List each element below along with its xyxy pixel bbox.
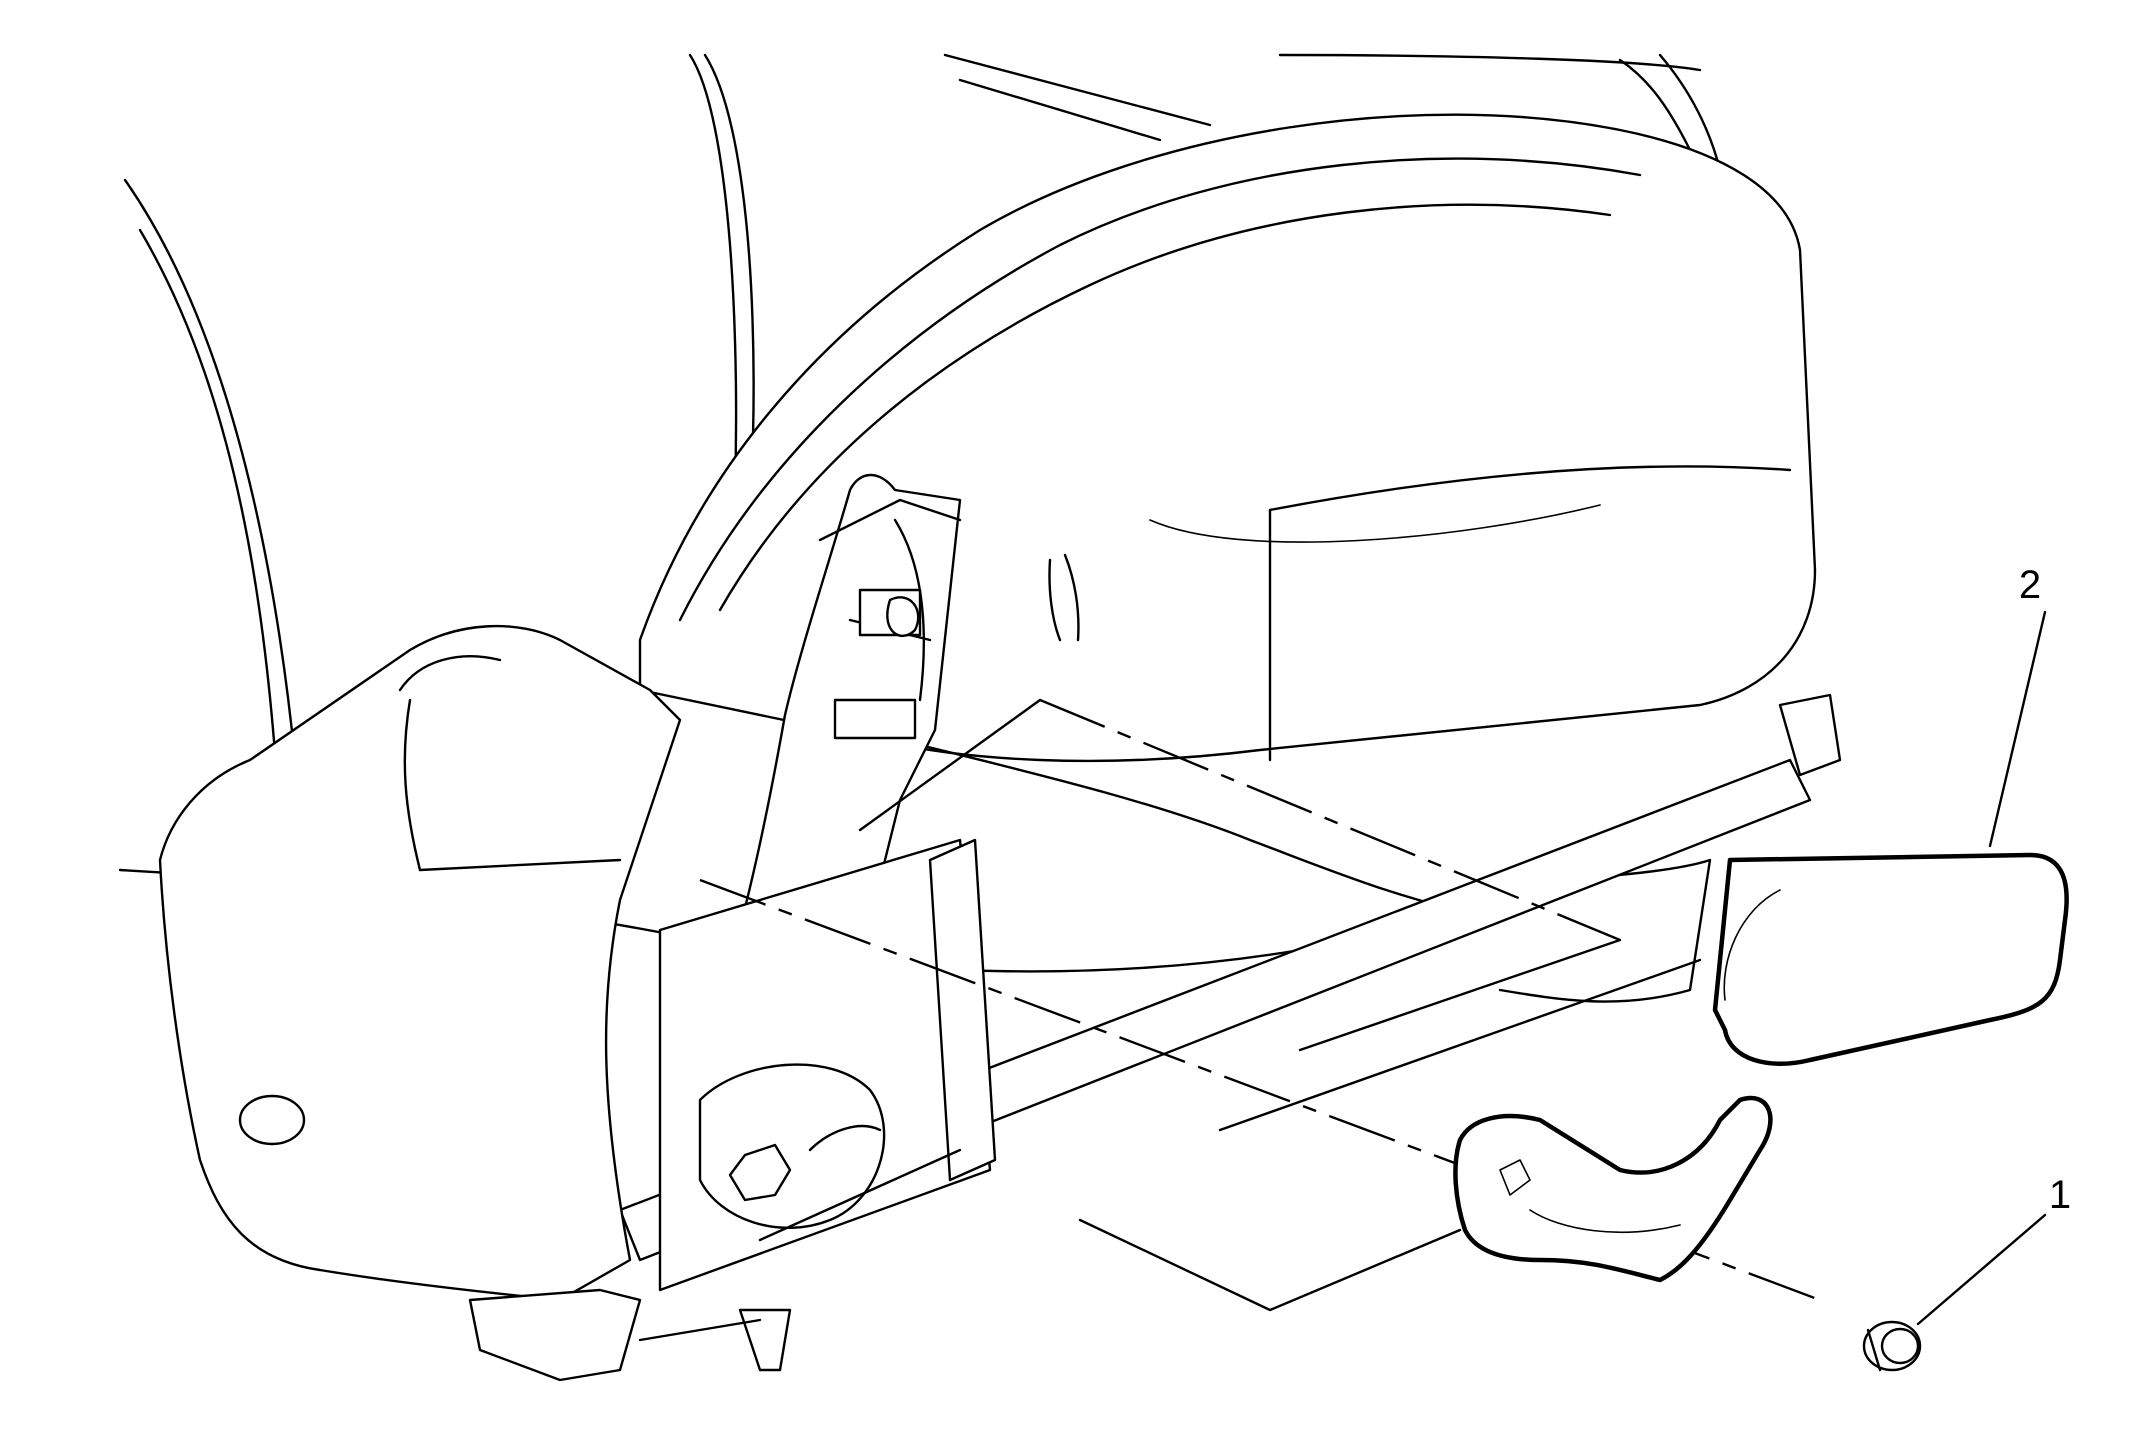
recliner-mechanism xyxy=(658,838,997,1292)
projection-lines xyxy=(699,698,1821,1312)
callout-label: 2 xyxy=(2019,563,2041,607)
seat-side-shield xyxy=(158,624,682,1302)
callout-2: 2 xyxy=(1988,563,2047,848)
lower-track xyxy=(468,1288,792,1382)
fastener xyxy=(1862,1320,1922,1372)
shield-hole xyxy=(238,1094,306,1146)
armrest xyxy=(1453,852,2069,1283)
callout-label: 1 xyxy=(2049,1173,2071,1217)
callout-1: 1 xyxy=(1916,1173,2071,1326)
